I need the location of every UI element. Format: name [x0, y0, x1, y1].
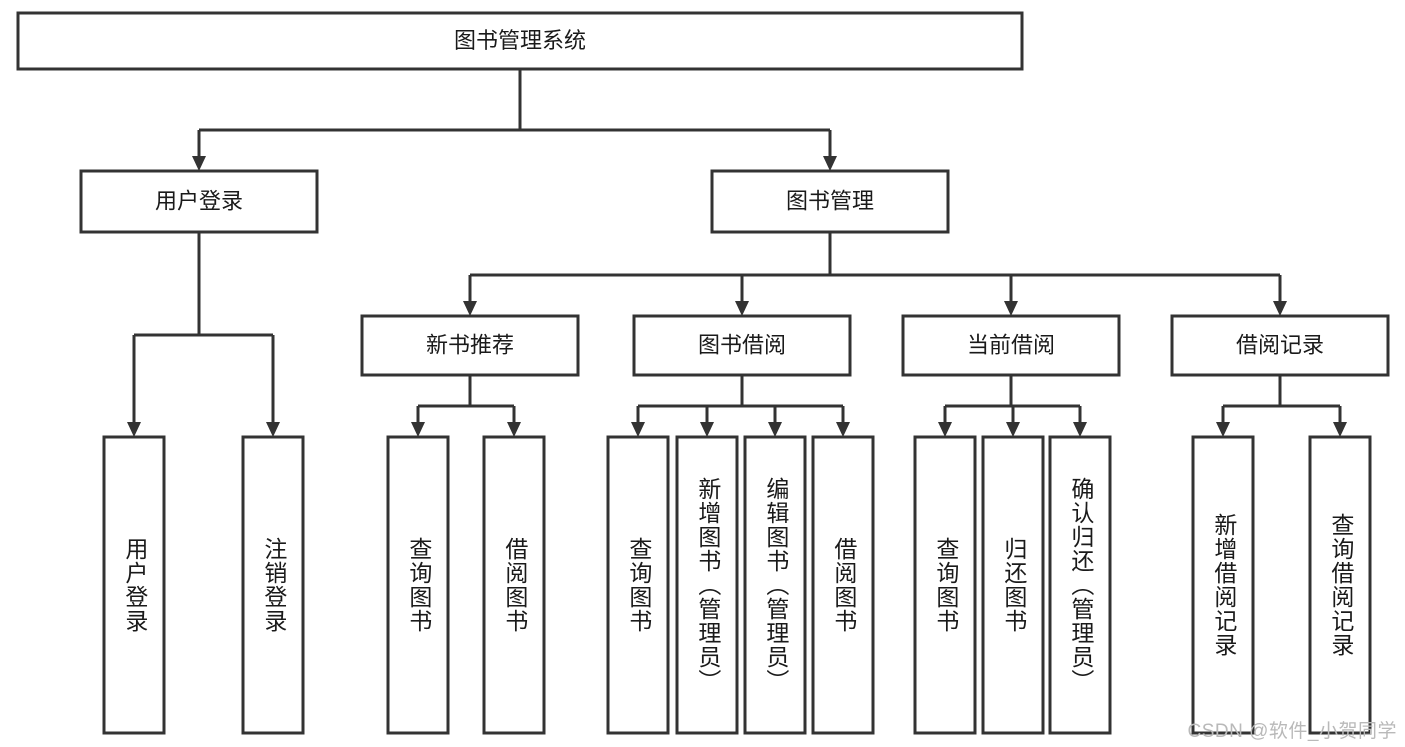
- connector-layer: [127, 69, 1347, 437]
- node-leaf-query-book-rec[interactable]: [386, 435, 450, 735]
- leaf-conn-current-borrow-branch-0-arrowhead: [938, 422, 952, 437]
- node-leaf-confirm-return[interactable]: [1048, 435, 1112, 735]
- node-leaf-borrow-book-rect: [811, 435, 875, 735]
- leaf-conn-borrow-record-branch-0-arrowhead: [1216, 422, 1230, 437]
- node-leaf-query-book-cur-rect: [913, 435, 977, 735]
- node-book-manage-rect: [710, 169, 950, 234]
- leaf-conn-book-borrow-branch-3-arrowhead: [836, 422, 850, 437]
- node-leaf-add-book-rect: [675, 435, 739, 735]
- node-leaf-borrow-book-rec-rect: [482, 435, 546, 735]
- book-manage-to-level3-branch-1-arrowhead: [735, 301, 749, 316]
- leaf-conn-current-borrow-branch-2-arrowhead: [1073, 422, 1087, 437]
- node-user-login-label: 用户登录: [155, 188, 243, 213]
- node-root-label: 图书管理系统: [454, 28, 586, 53]
- leaf-conn-borrow-record-branch-1-arrowhead: [1333, 422, 1347, 437]
- node-book-borrow-rect: [632, 314, 852, 377]
- node-leaf-add-record[interactable]: [1191, 435, 1255, 735]
- node-leaf-user-login[interactable]: [102, 435, 166, 735]
- book-manage-to-level3-branch-2-arrowhead: [1004, 301, 1018, 316]
- node-leaf-logout-rect: [241, 435, 305, 735]
- node-leaf-add-record-rect: [1191, 435, 1255, 735]
- node-leaf-query-record[interactable]: [1308, 435, 1372, 735]
- node-root[interactable]: [16, 11, 1024, 71]
- node-leaf-return-book[interactable]: [981, 435, 1045, 735]
- book-manage-to-level3-branch-3-arrowhead: [1273, 301, 1287, 316]
- node-book-manage-label: 图书管理: [786, 188, 874, 213]
- node-borrow-record-label: 借阅记录: [1236, 332, 1324, 357]
- watermark-text: CSDN @软件_小贺同学: [1187, 721, 1397, 742]
- book-manage-to-level3-branch-0-arrowhead: [463, 301, 477, 316]
- node-leaf-edit-book[interactable]: [743, 435, 807, 735]
- node-book-borrow[interactable]: [632, 314, 852, 377]
- root-to-level2-branch-0-arrowhead: [192, 156, 206, 171]
- leaf-conn-current-borrow-branch-1-arrowhead: [1006, 422, 1020, 437]
- leaf-conn-new-book-rec-branch-1-arrowhead: [507, 422, 521, 437]
- node-leaf-query-book-rec-rect: [386, 435, 450, 735]
- node-new-book-rec-rect: [360, 314, 580, 377]
- node-leaf-query-record-rect: [1308, 435, 1372, 735]
- node-leaf-query-book-cur[interactable]: [913, 435, 977, 735]
- node-leaf-query-book[interactable]: [606, 435, 670, 735]
- node-current-borrow[interactable]: [901, 314, 1121, 377]
- node-book-manage[interactable]: [710, 169, 950, 234]
- node-current-borrow-rect: [901, 314, 1121, 377]
- leaf-conn-new-book-rec-branch-0-arrowhead: [411, 422, 425, 437]
- leaf-conn-book-borrow-branch-2-arrowhead: [768, 422, 782, 437]
- leaf-conn-user-login-branch-1-arrowhead: [266, 422, 280, 437]
- node-leaf-borrow-book-rec[interactable]: [482, 435, 546, 735]
- node-user-login[interactable]: [79, 169, 319, 234]
- node-new-book-rec-label: 新书推荐: [426, 332, 514, 357]
- node-borrow-record[interactable]: [1170, 314, 1390, 377]
- node-leaf-edit-book-rect: [743, 435, 807, 735]
- node-book-borrow-label: 图书借阅: [698, 332, 786, 357]
- leaf-conn-book-borrow-branch-0-arrowhead: [631, 422, 645, 437]
- leaf-conn-user-login-branch-0-arrowhead: [127, 422, 141, 437]
- node-leaf-borrow-book[interactable]: [811, 435, 875, 735]
- leaf-conn-book-borrow-branch-1-arrowhead: [700, 422, 714, 437]
- node-current-borrow-label: 当前借阅: [967, 332, 1055, 357]
- node-new-book-rec[interactable]: [360, 314, 580, 377]
- root-to-level2-branch-1-arrowhead: [823, 156, 837, 171]
- node-leaf-confirm-return-rect: [1048, 435, 1112, 735]
- node-leaf-add-book[interactable]: [675, 435, 739, 735]
- node-leaf-logout[interactable]: [241, 435, 305, 735]
- node-leaf-query-book-rect: [606, 435, 670, 735]
- node-user-login-rect: [79, 169, 319, 234]
- node-leaf-return-book-rect: [981, 435, 1045, 735]
- node-root-rect: [16, 11, 1024, 71]
- node-leaf-user-login-rect: [102, 435, 166, 735]
- node-borrow-record-rect: [1170, 314, 1390, 377]
